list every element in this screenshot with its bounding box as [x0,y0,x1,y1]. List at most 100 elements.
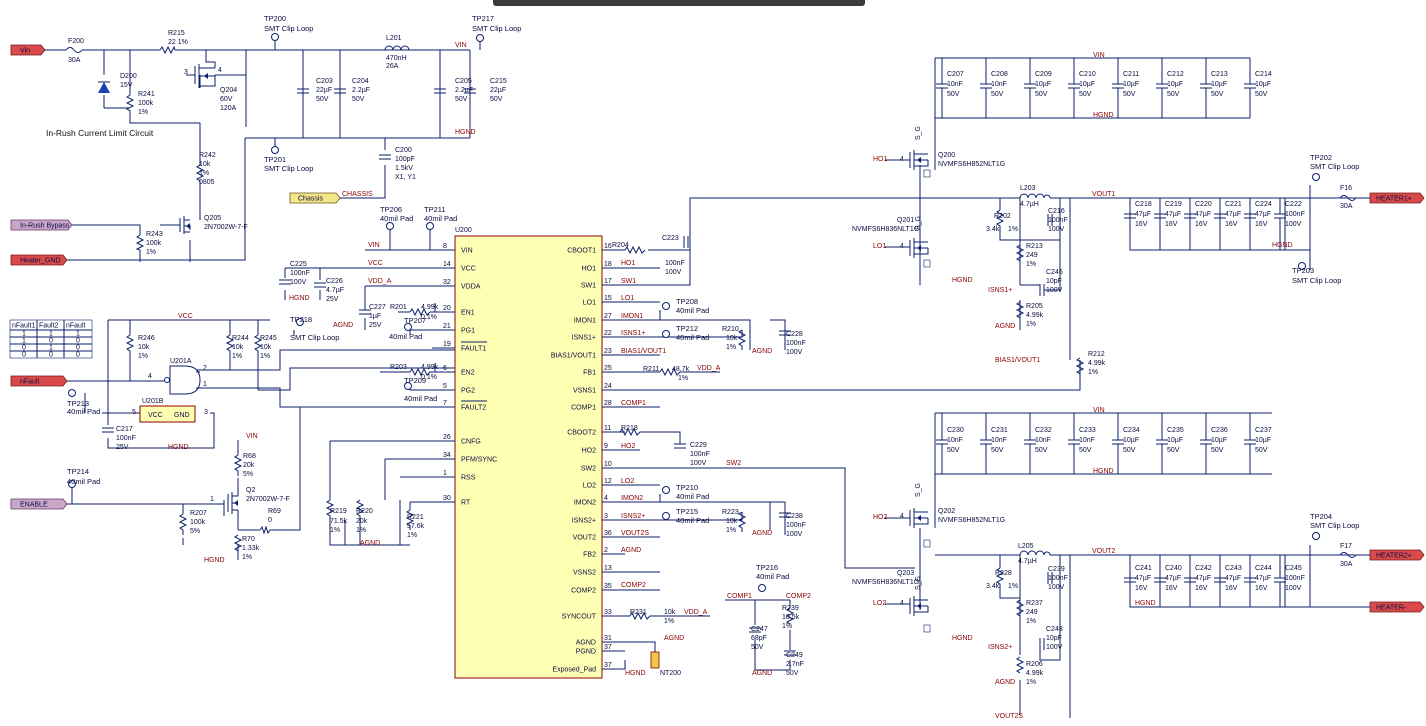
ic-pin-label: SW2 [581,466,596,473]
ic-right-wires [602,197,1081,670]
testpoint-tp217[interactable] [476,34,484,42]
port-nfault[interactable]: nFault [10,375,68,387]
r221-tol: 1% [407,532,417,539]
cap-ref: C230 [947,427,964,434]
testpoint-tp214[interactable] [68,480,76,488]
testpoint-tp215[interactable] [662,512,670,520]
port-heater-gnd[interactable]: Heater_GND [10,254,68,266]
cap-ref: C241 [1135,565,1152,572]
cap-c248 [1039,638,1045,650]
cap-c229 [674,443,686,449]
testpoint-tp218[interactable] [296,318,304,326]
q201-part: NVMFS6H836NLT1G [852,226,919,233]
port-inrush-bypass[interactable]: In-Rush Bypass [10,219,73,231]
net-bias1-2: BIAS1/VOUT1 [995,357,1040,364]
net-imon1: IMON1 [621,313,643,320]
cap-ref: C243 [1225,565,1242,572]
testpoint-tp206[interactable] [386,222,394,230]
cap-value: 47µF [1135,575,1151,582]
s-g-3: S_G [915,483,922,497]
net-vcc-1: VCC [368,260,383,267]
c247-ref: C247 [751,626,768,633]
c246-val: 10pF [1046,278,1062,285]
c248-ref: C248 [1046,626,1063,633]
testpoint-tp207[interactable] [404,323,412,331]
capacitor [1112,58,1124,118]
cap-ref: C237 [1255,427,1272,434]
testpoint-tp203[interactable] [1298,262,1306,270]
ic-pin-number: 31 [604,635,612,642]
port-enable[interactable]: ENABLE [10,498,68,510]
r231-tol: 1% [664,618,674,625]
testpoint-tp209[interactable] [404,382,412,390]
testpoint-tp201[interactable] [271,146,279,154]
cap-ref: C211 [1123,71,1139,78]
port-heater1[interactable]: HEATER1+ [1369,192,1425,204]
resistor-r218 [619,427,641,437]
c227-val: 1µF [369,313,381,320]
ic-pin-number: 20 [443,305,451,312]
net-isns2: ISNS2+ [621,513,645,520]
cap-voltage: 16V [1195,585,1208,592]
cap-value: 10µF [1035,81,1051,88]
net-ho2: HO2 [621,443,636,450]
testpoint-tp204[interactable] [1312,532,1320,540]
testpoint-tp213[interactable] [68,389,76,397]
cap-value: 10µF [1123,81,1139,88]
testpoint-tp211[interactable] [426,222,434,230]
q205-ref: Q205 [204,215,221,222]
testpoint-tp200[interactable] [271,33,279,41]
q202-ref: Q202 [938,508,955,515]
port-heater-minus[interactable]: HEATER- [1369,601,1425,613]
testpoint-tp216[interactable] [758,584,766,592]
cap-value: 10µF [1079,81,1095,88]
caps-output1-bank: C21847µF16VC21947µF16VC22047µF16VC22147µ… [1124,198,1305,250]
cap-c223 [683,236,689,248]
nt200-ref: NT200 [660,670,681,677]
testpoint-tp212[interactable] [662,330,670,338]
truth-table-cell: 0 [22,345,26,352]
capacitor [1274,198,1286,250]
resistor-r201 [409,307,433,317]
ic-pin-label: RT [461,500,471,507]
ic-pin-label: CNFG [461,439,481,446]
mosfet-q205 [179,216,190,234]
cap-c238 [779,512,791,518]
port-heater2[interactable]: HEATER2+ [1369,549,1425,561]
port-vin[interactable]: Vin [10,44,46,56]
svg-text:HEATER1+: HEATER1+ [1376,196,1412,203]
cap-c249 [784,650,796,656]
r243-tol: 1% [146,249,156,256]
truth-table-cell: 0 [76,352,80,359]
ic-pin-label: FB1 [583,370,596,377]
tp215-desc: 40mil Pad [676,516,709,525]
ic-pin-number: 35 [604,583,612,590]
c223-v: 100V [665,269,682,276]
c225-val: 100nF [290,270,310,277]
viewer-toolbar-handle[interactable] [493,0,865,6]
cap-value: 10nF [991,81,1007,88]
r210-ref: R210 [722,326,739,333]
c249-ref: C249 [786,652,803,659]
resistor-r243 [135,234,145,251]
resistor-r212 [1075,357,1085,375]
zener-d200 [98,81,110,93]
net-vin-4: VIN [1093,52,1105,59]
net-chassis: CHASSIS [342,191,373,198]
cap-voltage: 50V [1123,447,1136,454]
svg-text:ENABLE: ENABLE [20,502,48,509]
ic-pin-label: LO1 [583,300,596,307]
c229-val: 100nF [690,451,710,458]
testpoint-tp210[interactable] [662,486,670,494]
port-chassis[interactable]: Chassis [289,192,341,204]
testpoint-tp208[interactable] [662,302,670,310]
resistor-r210 [737,329,747,350]
capacitor [1200,58,1212,118]
r219-tol: 1% [330,527,340,534]
cap-voltage: 50V [1079,447,1092,454]
testpoint-tp202[interactable] [1312,173,1320,181]
resistor-r202 [995,209,1005,230]
r206-val: 4.99k [1026,670,1044,677]
